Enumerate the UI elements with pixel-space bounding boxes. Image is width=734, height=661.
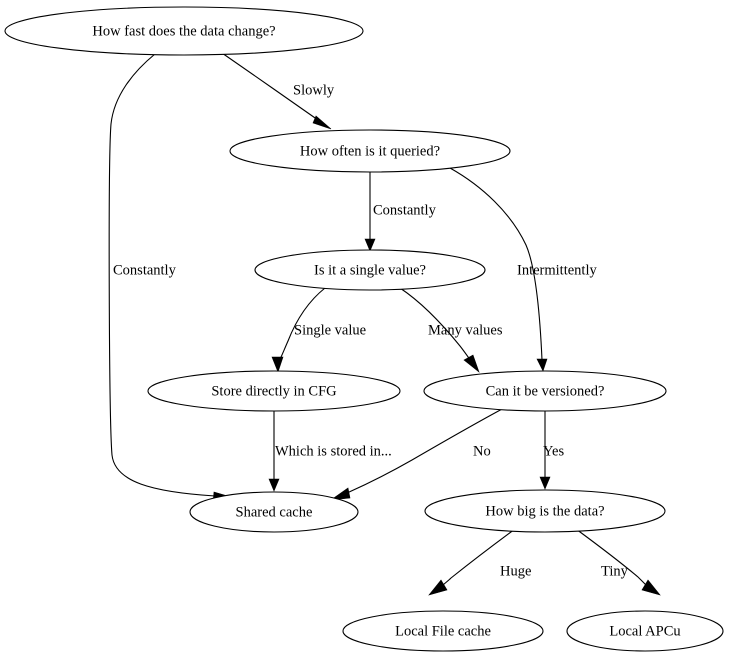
arrow-head — [312, 115, 332, 130]
edge-path — [575, 528, 648, 587]
node-ellipse — [424, 489, 666, 533]
edge-how-fast-to-shared-cache[interactable] — [108, 53, 233, 504]
edge-versioned-to-how-big[interactable] — [539, 411, 551, 490]
node-label: Store directly in CFG — [211, 383, 337, 399]
node-ellipse — [342, 610, 544, 652]
edge-label-yes: Yes — [543, 443, 564, 459]
node-label: Can it be versioned? — [486, 383, 605, 399]
edge-how-big-to-local-apcu[interactable] — [575, 528, 661, 596]
edge-how-often-to-versioned[interactable] — [449, 167, 548, 372]
edge-path — [108, 53, 216, 497]
edge-label-constantly-mid: Constantly — [373, 202, 437, 218]
node-ellipse — [566, 610, 724, 652]
edge-path — [346, 407, 505, 494]
edge-label-many-values: Many values — [428, 322, 503, 338]
node-local-apcu[interactable]: Local APCu — [566, 610, 724, 652]
edge-layer — [108, 52, 661, 596]
edge-how-often-to-single-value[interactable] — [364, 172, 376, 252]
edge-single-value-to-versioned[interactable] — [399, 287, 480, 373]
node-store-directly-in-cfg[interactable]: Store directly in CFG — [147, 370, 401, 412]
arrow-head — [271, 356, 284, 373]
node-ellipse — [147, 370, 401, 412]
arrow-head — [428, 579, 448, 596]
node-ellipse — [423, 370, 667, 412]
node-shared-cache[interactable]: Shared cache — [189, 491, 359, 533]
node-how-big-is-the-data[interactable]: How big is the data? — [424, 489, 666, 533]
edge-path — [221, 52, 319, 121]
edge-label-layer: Constantly Slowly Constantly Intermitten… — [113, 82, 629, 579]
node-label: Shared cache — [236, 504, 313, 520]
edge-versioned-to-shared-cache[interactable] — [329, 407, 505, 501]
arrow-head — [641, 579, 661, 596]
node-ellipse — [254, 249, 486, 291]
node-label: How often is it queried? — [300, 143, 440, 159]
node-local-file-cache[interactable]: Local File cache — [342, 610, 544, 652]
edge-label-intermittently: Intermittently — [517, 262, 597, 278]
edge-path — [449, 167, 543, 361]
arrow-head — [463, 354, 480, 373]
arrow-head — [329, 487, 351, 501]
node-label: Local File cache — [395, 623, 491, 639]
arrow-head — [536, 358, 548, 372]
node-label: How big is the data? — [485, 503, 604, 519]
node-ellipse — [4, 6, 364, 56]
edge-label-slowly: Slowly — [293, 82, 335, 98]
node-can-it-be-versioned[interactable]: Can it be versioned? — [423, 370, 667, 412]
edge-label-which-is-stored-in: Which is stored in... — [275, 443, 392, 459]
edge-how-fast-to-how-often[interactable] — [221, 52, 332, 130]
edge-how-big-to-local-file[interactable] — [428, 528, 516, 596]
arrow-head — [539, 476, 551, 490]
node-how-often-is-it-queried[interactable]: How often is it queried? — [229, 129, 511, 173]
node-label: Local APCu — [609, 623, 680, 639]
node-ellipse — [189, 491, 359, 533]
arrow-head — [268, 478, 280, 492]
node-label: Is it a single value? — [314, 262, 426, 278]
arrow-head — [364, 238, 376, 252]
edge-label-tiny: Tiny — [601, 563, 629, 579]
edge-label-constantly-left: Constantly — [113, 262, 177, 278]
edge-label-single-value: Single value — [294, 322, 366, 338]
edge-path — [399, 287, 472, 362]
edge-label-huge: Huge — [500, 563, 531, 579]
edge-single-value-to-store-cfg[interactable] — [271, 287, 326, 373]
edge-path — [441, 528, 516, 587]
edge-store-cfg-to-shared-cache[interactable] — [268, 411, 280, 492]
node-is-it-a-single-value[interactable]: Is it a single value? — [254, 249, 486, 291]
node-label: How fast does the data change? — [92, 23, 275, 39]
edge-label-no: No — [473, 443, 491, 459]
node-ellipse — [229, 129, 511, 173]
node-layer: How fast does the data change? How often… — [4, 6, 724, 652]
node-how-fast-does-the-data-change[interactable]: How fast does the data change? — [4, 6, 364, 56]
